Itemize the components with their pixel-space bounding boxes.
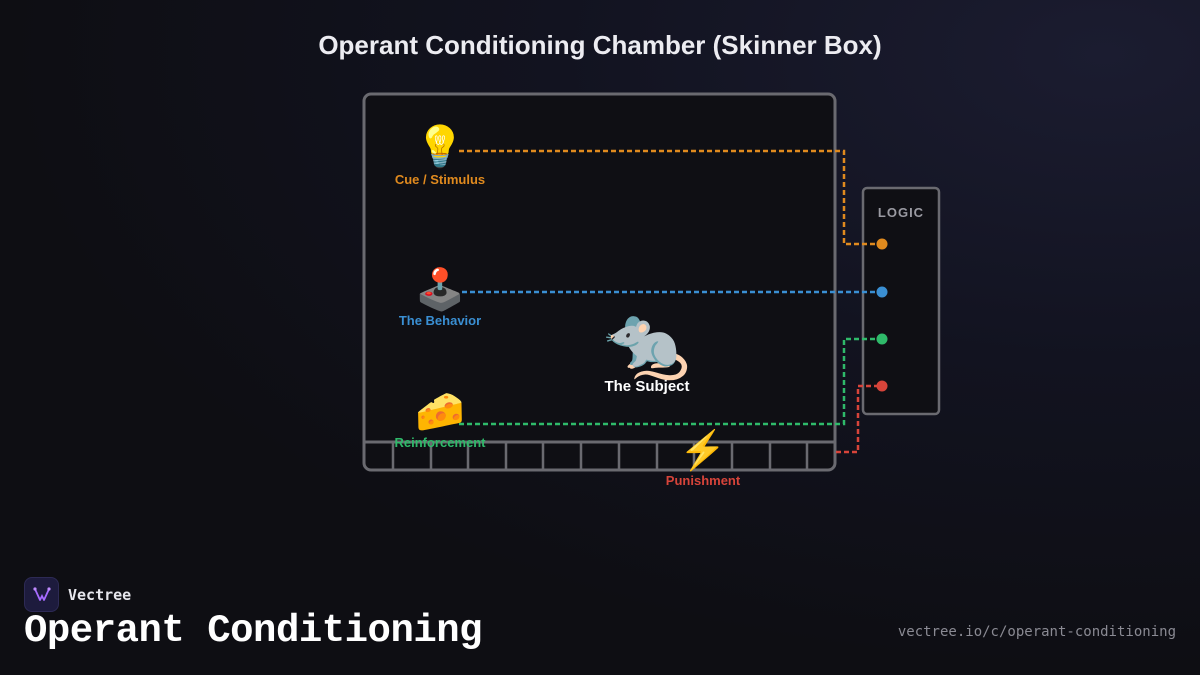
brand-name: Vectree: [68, 585, 132, 604]
cue-node: [876, 238, 888, 250]
punishment-label: Punishment: [666, 473, 741, 488]
grid-floor-bars: [391, 442, 809, 470]
cue-label: Cue / Stimulus: [395, 172, 485, 187]
lightning-icon: ⚡: [679, 428, 726, 473]
reinforcement-node: [876, 333, 888, 345]
reinforcement-wire: [459, 337, 882, 426]
rat-icon: 🐀: [603, 303, 691, 382]
punishment-wire: [836, 384, 882, 454]
footer-url[interactable]: vectree.io/c/operant-conditioning: [897, 624, 1176, 640]
page-title: Operant Conditioning Chamber (Skinner Bo…: [318, 30, 882, 60]
lightbulb-icon: 💡: [415, 123, 465, 169]
logic-panel: [861, 186, 941, 416]
chamber-box: [362, 92, 837, 472]
behavior-node: [876, 286, 888, 298]
cheese-icon: 🧀: [415, 390, 465, 434]
cue-wire: [459, 149, 882, 246]
reinforcement-label: Reinforcement: [394, 435, 486, 450]
behavior-label: The Behavior: [399, 313, 481, 328]
logic-label: LOGIC: [878, 205, 924, 220]
joystick-lever-icon: 🕹️: [415, 266, 465, 312]
footer-title: Operant Conditioning: [24, 609, 483, 653]
brand: Vectree: [24, 577, 131, 612]
punishment-node: [876, 380, 888, 392]
vectree-logo-icon: [24, 577, 59, 612]
subject-label: The Subject: [604, 378, 689, 395]
